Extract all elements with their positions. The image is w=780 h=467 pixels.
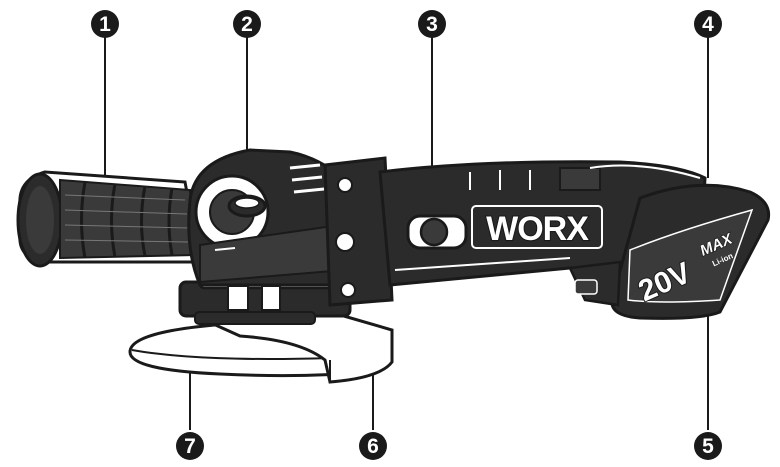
callout-marker-7: 7	[176, 432, 204, 460]
callout-number-6: 6	[367, 435, 379, 458]
callout-marker-4: 4	[694, 10, 722, 38]
brand-logo: WORX	[471, 205, 603, 249]
callout-number-5: 5	[702, 435, 714, 458]
callout-number-3: 3	[426, 13, 438, 36]
callout-number-4: 4	[702, 13, 714, 36]
callout-marker-3: 3	[418, 10, 446, 38]
on-off-switch	[406, 214, 468, 250]
callout-marker-5: 5	[694, 432, 722, 460]
brand-logo-text: WORX	[486, 210, 589, 248]
callout-marker-1: 1	[91, 10, 119, 38]
battery-release-button	[574, 279, 598, 295]
callout-marker-2: 2	[233, 10, 261, 38]
head-plate	[323, 156, 394, 307]
callout-marker-6: 6	[359, 432, 387, 460]
battery-pack: 20V MAX Li-ion	[568, 183, 771, 320]
callout-number-7: 7	[184, 435, 196, 458]
callout-number-2: 2	[241, 13, 253, 36]
auxiliary-handle	[16, 170, 202, 268]
callout-number-1: 1	[99, 13, 111, 36]
callout-markers: 1 2 3 4 5 6 7	[91, 10, 722, 460]
spindle-lock-button	[227, 194, 267, 218]
